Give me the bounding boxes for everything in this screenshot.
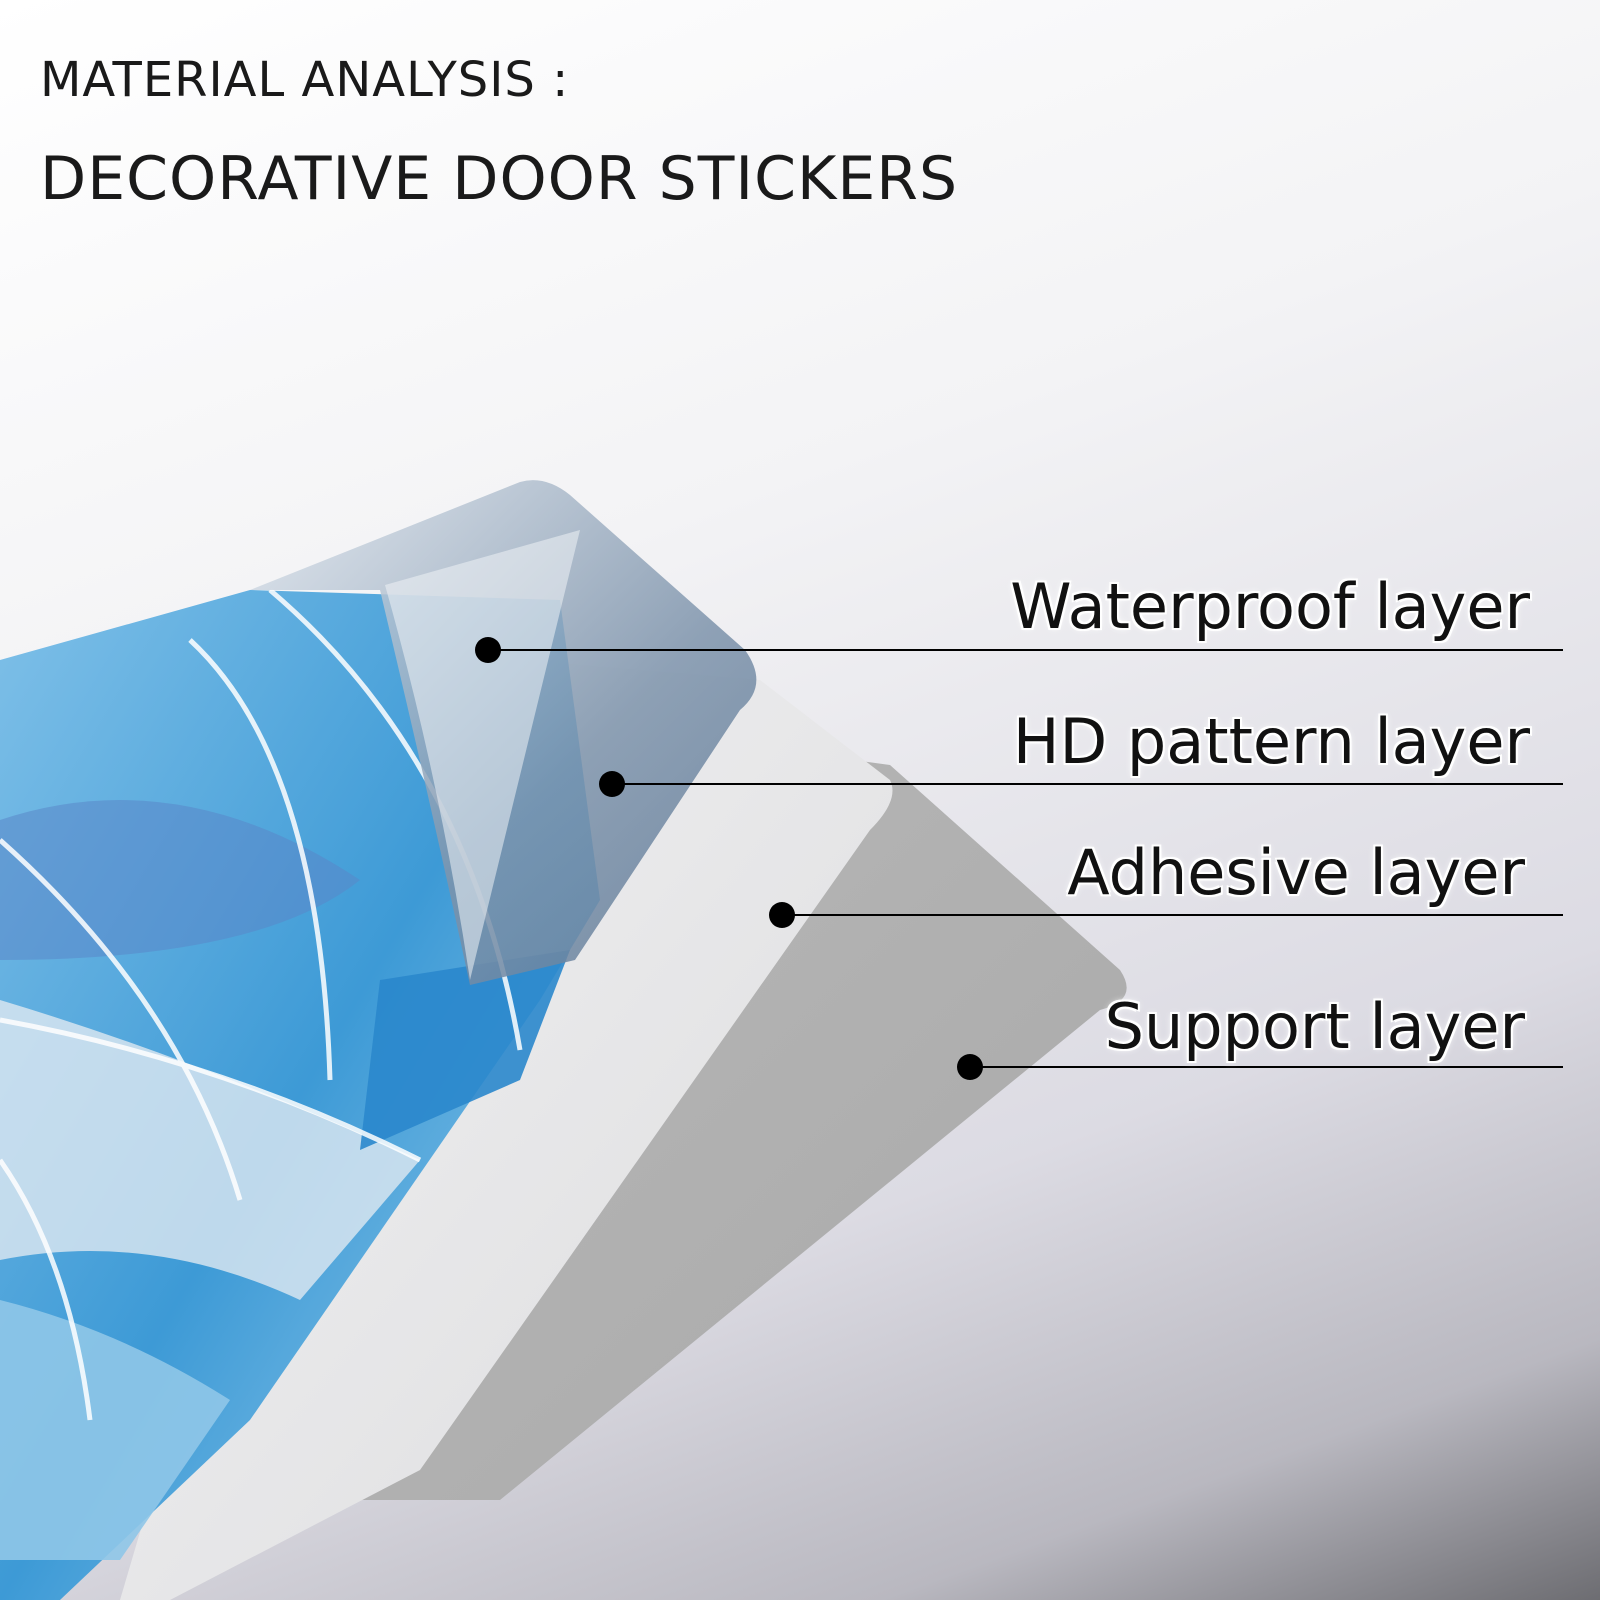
marker-pattern	[599, 771, 1563, 797]
marker-waterproof	[475, 637, 1563, 663]
marker-support	[957, 1054, 1563, 1080]
page-subtitle: DECORATIVE DOOR STICKERS	[40, 144, 959, 214]
label-waterproof-layer: Waterproof layer	[1010, 570, 1530, 643]
marker-adhesive	[769, 902, 1563, 928]
adhesive-layer-shape	[120, 650, 893, 1600]
label-adhesive-layer: Adhesive layer	[1067, 836, 1525, 909]
label-support-layer: Support layer	[1104, 990, 1525, 1063]
label-hd-pattern-layer: HD pattern layer	[1012, 705, 1530, 778]
header: MATERIAL ANALYSIS : DECORATIVE DOOR STIC…	[40, 52, 958, 214]
page-title: MATERIAL ANALYSIS :	[40, 52, 570, 108]
